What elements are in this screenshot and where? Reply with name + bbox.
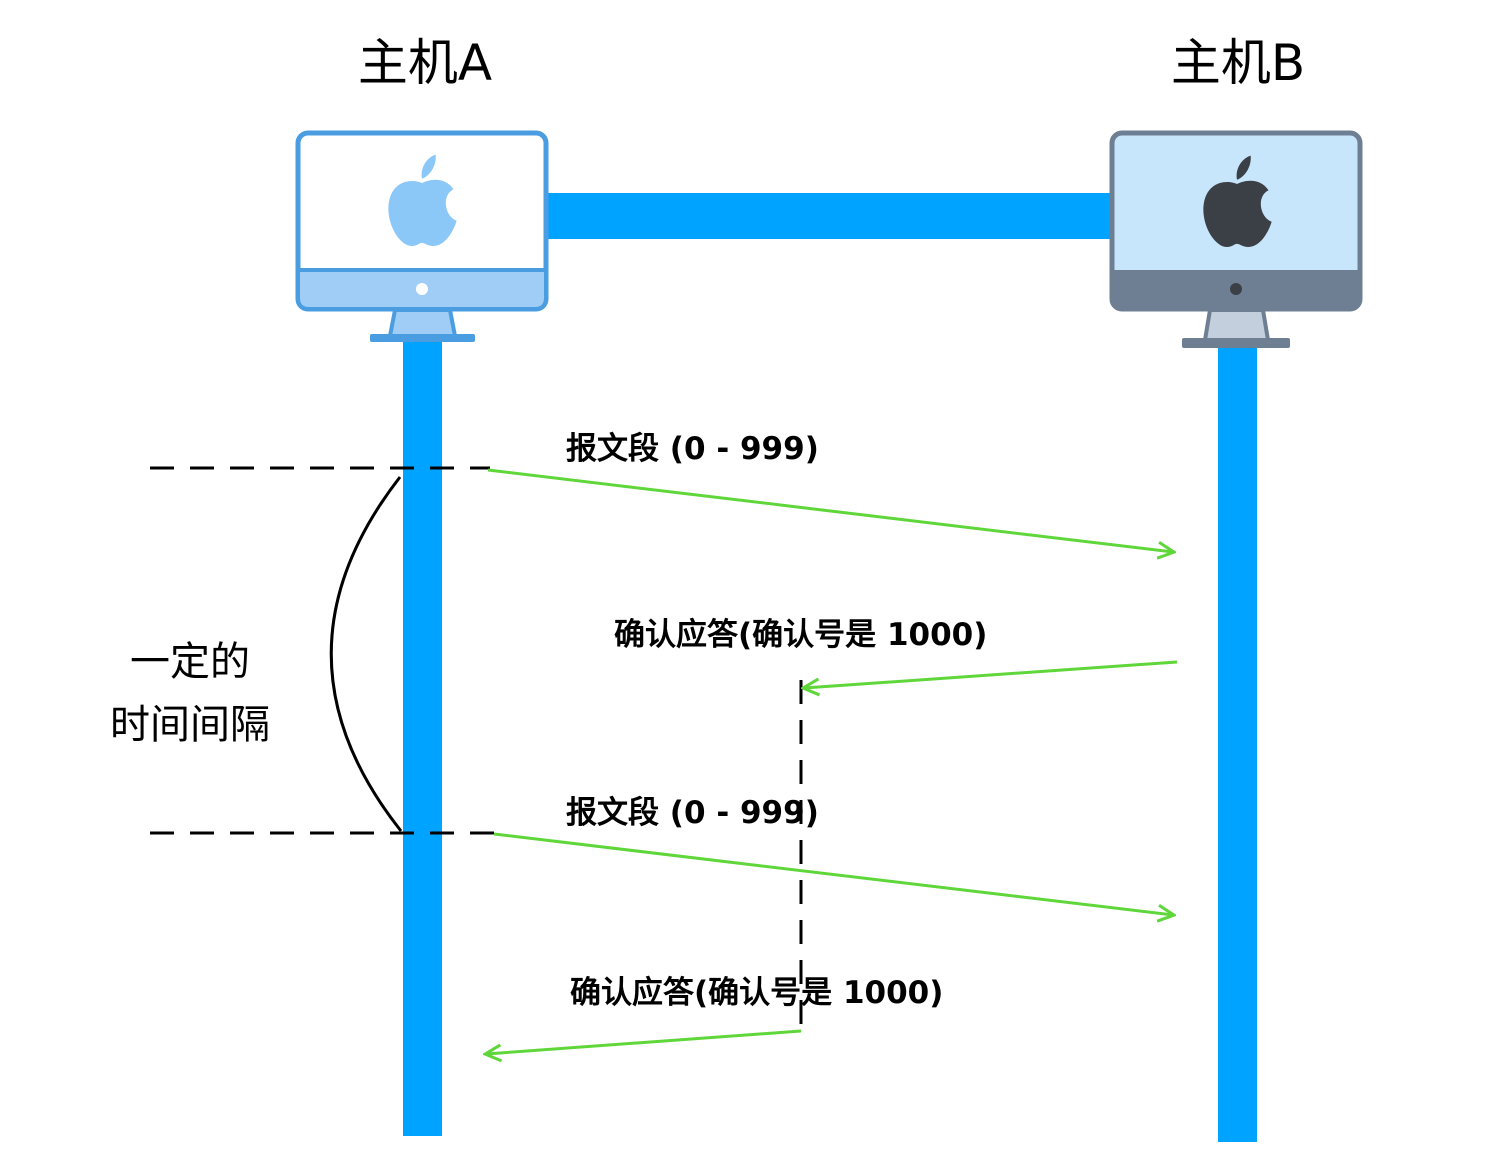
interval-note-line2: 时间间隔: [110, 702, 270, 748]
interval-note-line1: 一定的: [130, 639, 250, 685]
host-b-lifeline: [1218, 345, 1257, 1142]
ack-arrow-2: [486, 1029, 802, 1054]
host-a-title: 主机A: [358, 34, 492, 92]
interval-arc: [329, 476, 403, 832]
message-label-1: 报文段 (0 - 999): [566, 431, 819, 467]
host-a-lifeline: [403, 340, 442, 1136]
message-label-2: 确认应答(确认号是 1000): [614, 617, 987, 653]
host-a-monitor-icon: [295, 130, 549, 342]
host-b-title: 主机B: [1171, 34, 1305, 92]
message-label-3: 报文段 (0 - 999): [566, 795, 819, 831]
ack-arrow-lost: [804, 660, 1178, 688]
host-b-monitor-icon: [1109, 130, 1363, 348]
segment-arrow-1: [487, 468, 1173, 552]
message-label-4: 确认应答(确认号是 1000): [570, 975, 943, 1011]
network-link: [548, 193, 1113, 239]
apple-logo-icon: [1203, 155, 1272, 247]
segment-arrow-retransmit: [493, 832, 1173, 915]
apple-logo-icon: [388, 154, 457, 246]
